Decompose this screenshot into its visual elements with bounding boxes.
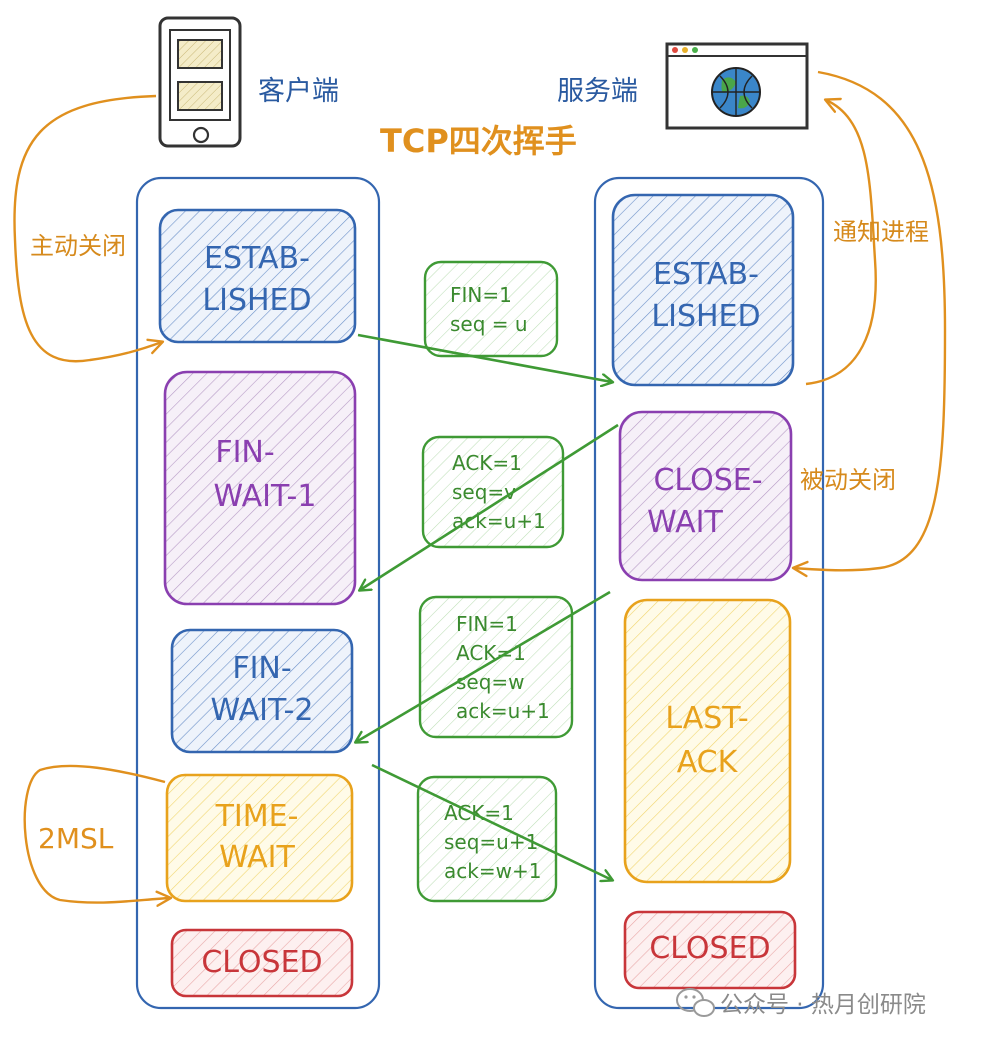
diagram-title: TCP四次挥手 xyxy=(380,122,577,160)
message-line: seq = u xyxy=(450,312,528,336)
arrow-active-close xyxy=(13,94,162,363)
state-label: ESTAB- xyxy=(204,241,310,276)
client-label: 客户端 xyxy=(258,76,339,107)
server-state-established: ESTAB- LISHED xyxy=(611,193,795,387)
phone-icon xyxy=(158,16,242,148)
state-label: ESTAB- xyxy=(653,257,759,292)
message-line: ack=w+1 xyxy=(444,859,541,883)
state-label: FIN- xyxy=(215,435,274,470)
wechat-watermark: 公众号 · 热月创研院 xyxy=(676,988,926,1018)
message-fin: FIN=1 seq = u xyxy=(423,260,559,358)
wechat-icon xyxy=(676,988,715,1017)
client-state-fin-wait-1: FIN- WAIT-1 xyxy=(163,370,357,606)
label-notify-process: 通知进程 xyxy=(833,218,929,246)
message-line: FIN=1 xyxy=(456,612,518,636)
message-line: ack=u+1 xyxy=(456,699,550,723)
state-label: TIME- xyxy=(215,799,299,834)
arrow-passive-close xyxy=(794,70,947,570)
server-state-last-ack: LAST- ACK xyxy=(623,598,792,884)
state-label: WAIT xyxy=(219,840,295,875)
state-label: CLOSE- xyxy=(653,463,762,498)
label-active-close: 主动关闭 xyxy=(30,232,126,260)
state-label: LAST- xyxy=(665,701,748,736)
arrow-final-ack-client-to-server xyxy=(371,763,612,880)
client-state-established: ESTAB- LISHED xyxy=(158,208,357,344)
client-lifeline xyxy=(135,176,381,1010)
label-2msl: 2MSL xyxy=(38,822,114,855)
client-state-time-wait: TIME- WAIT xyxy=(165,773,354,903)
message-final-ack: ACK=1 seq=u+1 ack=w+1 xyxy=(416,775,558,903)
state-label: ACK xyxy=(677,745,739,780)
arrow-fin-ack-server-to-client xyxy=(356,590,611,742)
client-state-fin-wait-2: FIN- WAIT-2 xyxy=(170,628,354,754)
message-fin-ack: FIN=1 ACK=1 seq=w ack=u+1 xyxy=(418,595,574,739)
watermark-text: 公众号 · 热月创研院 xyxy=(720,992,926,1018)
message-ack: ACK=1 seq=v ack=u+1 xyxy=(421,435,565,549)
arrow-fin-client-to-server xyxy=(357,333,612,382)
browser-globe-icon xyxy=(665,42,809,130)
state-label: WAIT-1 xyxy=(214,479,317,514)
server-label: 服务端 xyxy=(557,76,638,107)
state-label: WAIT xyxy=(647,505,723,540)
state-label: LISHED xyxy=(651,299,760,334)
client-state-closed: CLOSED xyxy=(170,928,354,998)
state-label: FIN- xyxy=(232,651,291,686)
message-line: seq=w xyxy=(456,670,525,694)
state-label: LISHED xyxy=(202,283,311,318)
label-passive-close: 被动关闭 xyxy=(800,466,896,494)
arrow-ack-server-to-client xyxy=(360,423,619,590)
state-label: WAIT-2 xyxy=(211,693,314,728)
message-line: seq=v xyxy=(452,480,516,504)
server-state-close-wait: CLOSE- WAIT xyxy=(618,410,793,582)
message-line: ACK=1 xyxy=(452,451,522,475)
server-state-closed: CLOSED xyxy=(623,910,797,990)
arrow-2msl xyxy=(23,764,170,903)
arrow-notify-process xyxy=(805,100,877,386)
state-label: CLOSED xyxy=(201,945,322,980)
state-label: CLOSED xyxy=(649,931,770,966)
message-line: seq=u+1 xyxy=(444,830,538,854)
message-line: FIN=1 xyxy=(450,283,512,307)
